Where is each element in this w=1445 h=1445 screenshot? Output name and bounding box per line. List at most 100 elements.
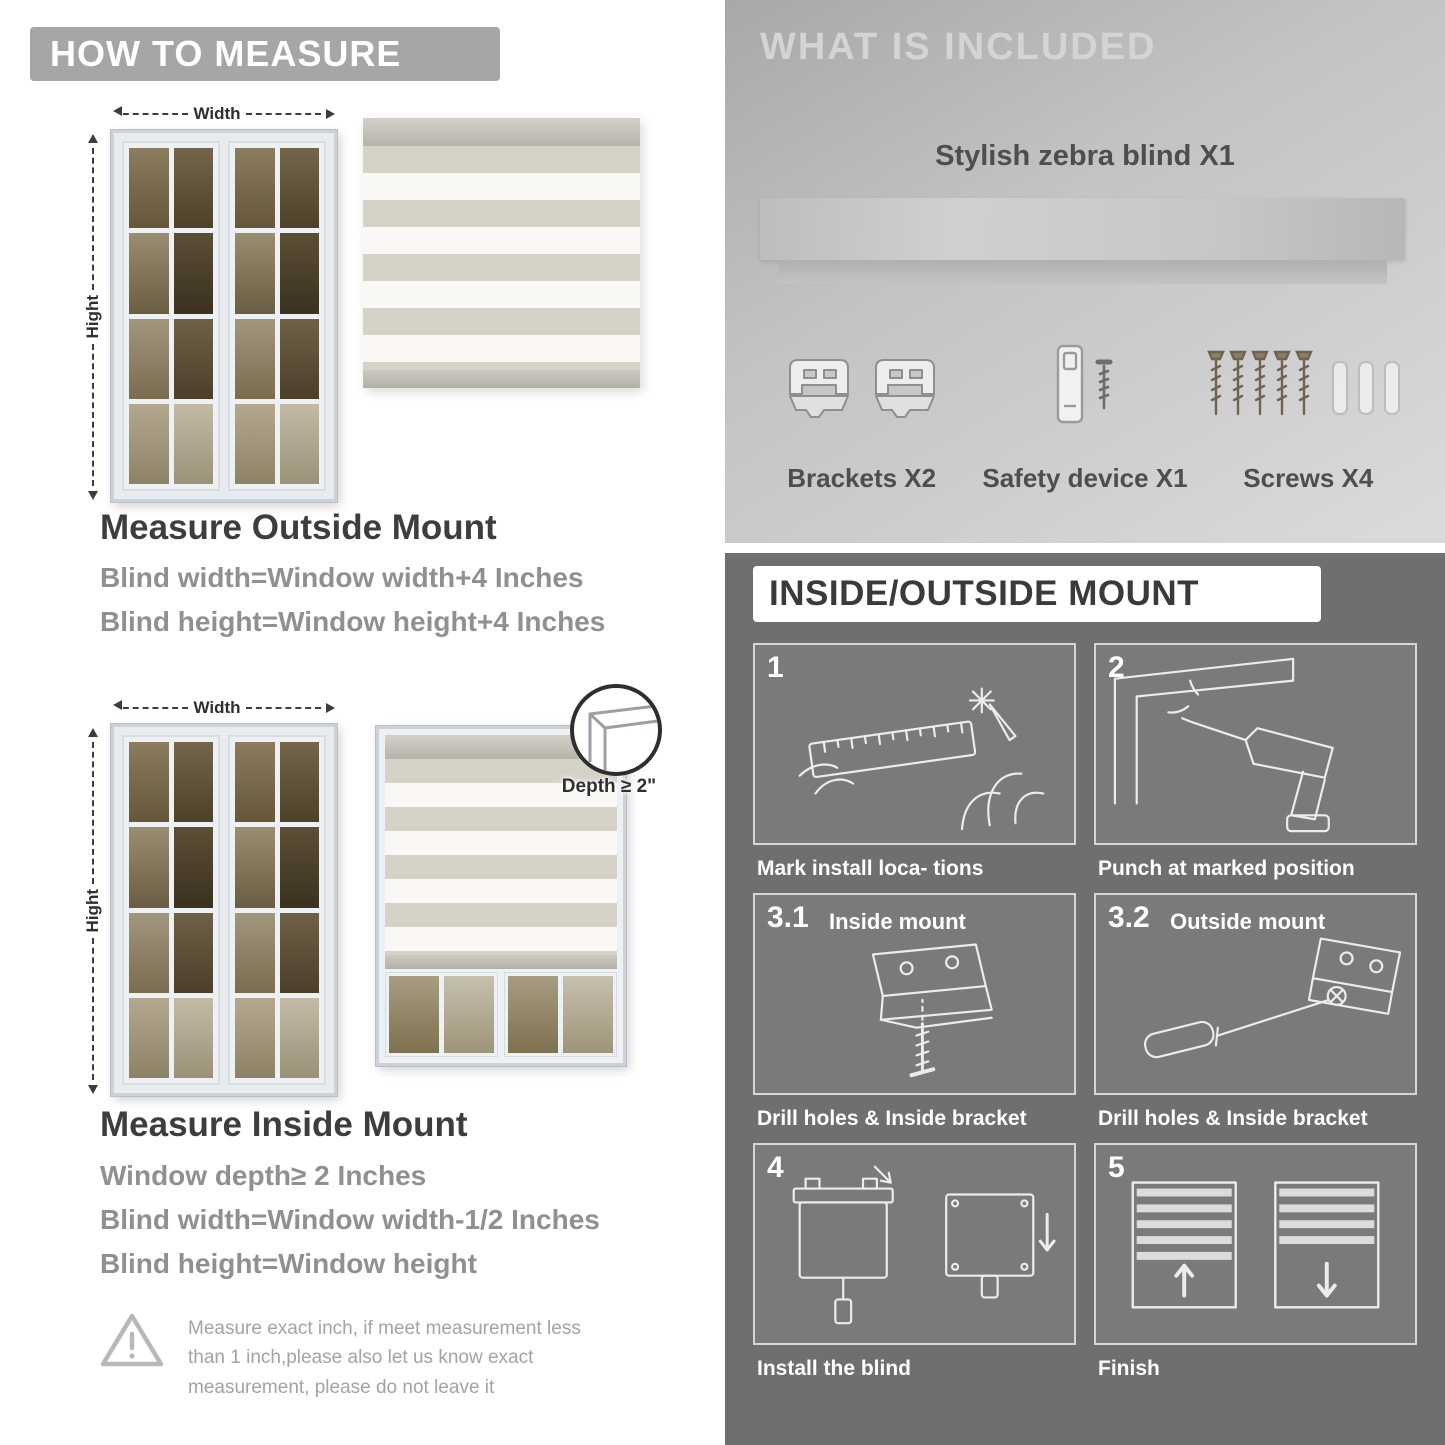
inside-height-formula: Blind height=Window height bbox=[100, 1248, 477, 1279]
blind-stripes bbox=[363, 146, 640, 370]
step-number: 4 bbox=[767, 1151, 784, 1184]
brackets-label: Brackets X2 bbox=[787, 463, 937, 493]
height-label: Hight bbox=[83, 889, 102, 933]
step-caption: Install the blind bbox=[757, 1357, 912, 1380]
mount-section-title: INSIDE/OUTSIDE MOUNT bbox=[769, 574, 1200, 613]
window-pane bbox=[129, 403, 169, 484]
outside-width-formula: Blind width=Window width+4 Inches bbox=[100, 562, 584, 593]
dashed-line bbox=[92, 148, 94, 291]
window-pane bbox=[129, 233, 169, 314]
install-blind-illustration bbox=[792, 1165, 1056, 1325]
step-number: 3.2 bbox=[1108, 901, 1150, 934]
included-items-row: Brackets X2 bbox=[750, 326, 1420, 494]
arrow-head-down-icon bbox=[88, 1085, 98, 1094]
step-inner-label: Inside mount bbox=[829, 909, 966, 934]
window-pane bbox=[129, 742, 169, 823]
window-pane bbox=[508, 976, 558, 1053]
step-caption: Drill holes & Inside bracket bbox=[757, 1107, 1027, 1130]
mount-step-1: 1 bbox=[753, 643, 1076, 893]
inside-mount-title: Measure Inside Mount bbox=[100, 1105, 468, 1144]
dashed-line bbox=[245, 113, 321, 115]
inside-width-formula: Blind width=Window width-1/2 Inches bbox=[100, 1204, 600, 1235]
blind-bottom-rail bbox=[363, 370, 640, 388]
step-number: 1 bbox=[767, 651, 784, 684]
mount-step-3-1: 3.1 Inside mount bbox=[753, 893, 1076, 1143]
mount-step-5: 5 bbox=[1094, 1143, 1417, 1393]
window-casement bbox=[122, 141, 220, 491]
window-pane bbox=[279, 318, 319, 399]
headrail-lip bbox=[778, 260, 1387, 284]
window-pane bbox=[173, 997, 213, 1078]
arrow-head-up-icon bbox=[88, 134, 98, 143]
width-measure-arrow: Width bbox=[113, 104, 335, 123]
window-lower-panes bbox=[385, 972, 617, 1057]
outside-mount-window-figure: Width Hight bbox=[83, 104, 337, 502]
blind-bottom-rail bbox=[385, 955, 617, 969]
window-pane bbox=[235, 997, 275, 1078]
window-pane bbox=[389, 976, 439, 1053]
arrow-head-left-icon bbox=[113, 700, 122, 710]
inside-bracket-illustration bbox=[871, 943, 993, 1078]
what-is-included-title: WHAT IS INCLUDED bbox=[760, 26, 1157, 68]
dashed-line bbox=[113, 707, 189, 709]
window-pane bbox=[235, 318, 275, 399]
inside-depth-rule: Window depth≥ 2 Inches bbox=[100, 1160, 427, 1191]
window-pane bbox=[279, 742, 319, 823]
arrow-head-up-icon bbox=[88, 728, 98, 737]
screws-icon bbox=[1203, 326, 1413, 449]
window-pane bbox=[173, 233, 213, 314]
step-number: 3.1 bbox=[767, 901, 809, 934]
mount-step-2: 2 Punch at marked position bbox=[1094, 643, 1417, 893]
screws-label: Screws X4 bbox=[1243, 463, 1374, 493]
step-caption: Mark install loca- tions bbox=[757, 857, 984, 880]
window-pane bbox=[444, 976, 494, 1053]
window-pane bbox=[129, 827, 169, 908]
mount-steps-grid: 1 bbox=[753, 643, 1417, 1393]
dashed-line bbox=[113, 113, 189, 115]
zebra-blind-outside bbox=[363, 118, 640, 388]
window-photo-outside bbox=[111, 130, 337, 502]
window-casement bbox=[228, 141, 326, 491]
included-item-safety-device: Safety device X1 bbox=[973, 326, 1196, 494]
mount-step-4: 4 bbox=[753, 1143, 1076, 1393]
window-frame bbox=[376, 726, 626, 1066]
window-pane bbox=[173, 912, 213, 993]
step-number: 2 bbox=[1108, 651, 1125, 684]
height-measure-arrow: Hight bbox=[83, 728, 102, 1094]
window-pane bbox=[279, 827, 319, 908]
arrow-head-left-icon bbox=[113, 106, 122, 116]
window-pane bbox=[173, 403, 213, 484]
outside-mount-title: Measure Outside Mount bbox=[100, 508, 497, 547]
window-pane bbox=[279, 403, 319, 484]
zebra-blind-inside: Depth ≥ 2" bbox=[376, 684, 662, 1066]
step-panel-punch-position: 2 bbox=[1094, 643, 1417, 845]
depth-requirement-label: Depth ≥ 2" bbox=[561, 776, 657, 797]
mount-step-3-2: 3.2 Outside mount bbox=[1094, 893, 1417, 1143]
how-to-measure-section: HOW TO MEASURE Width Hight bbox=[0, 0, 710, 1445]
arrow-head-right-icon bbox=[326, 703, 335, 713]
window-pane bbox=[173, 827, 213, 908]
step-caption: Punch at marked position bbox=[1098, 857, 1355, 880]
what-is-included-section: WHAT IS INCLUDED Stylish zebra blind X1 bbox=[725, 0, 1445, 543]
step-panel-outside-mount: 3.2 Outside mount bbox=[1094, 893, 1417, 1095]
window-pane bbox=[129, 318, 169, 399]
height-measure-arrow: Hight bbox=[83, 134, 102, 500]
window-pane bbox=[173, 742, 213, 823]
included-item-screws: Screws X4 bbox=[1197, 326, 1420, 494]
window-pane bbox=[279, 148, 319, 229]
window-pane bbox=[279, 912, 319, 993]
window-pane bbox=[129, 912, 169, 993]
arrow-head-down-icon bbox=[88, 491, 98, 500]
headrail-image bbox=[760, 198, 1405, 284]
included-item-brackets: Brackets X2 bbox=[750, 326, 973, 494]
how-to-measure-title: HOW TO MEASURE bbox=[50, 33, 402, 74]
step-caption: Drill holes & Inside bracket bbox=[1098, 1107, 1368, 1130]
dashed-line bbox=[92, 742, 94, 885]
outside-height-formula: Blind height=Window height+4 Inches bbox=[100, 606, 606, 637]
warning-triangle-icon bbox=[100, 1313, 164, 1367]
window-pane bbox=[235, 742, 275, 823]
drill-illustration bbox=[1113, 657, 1334, 833]
window-casement bbox=[228, 735, 326, 1085]
window-pane bbox=[235, 827, 275, 908]
